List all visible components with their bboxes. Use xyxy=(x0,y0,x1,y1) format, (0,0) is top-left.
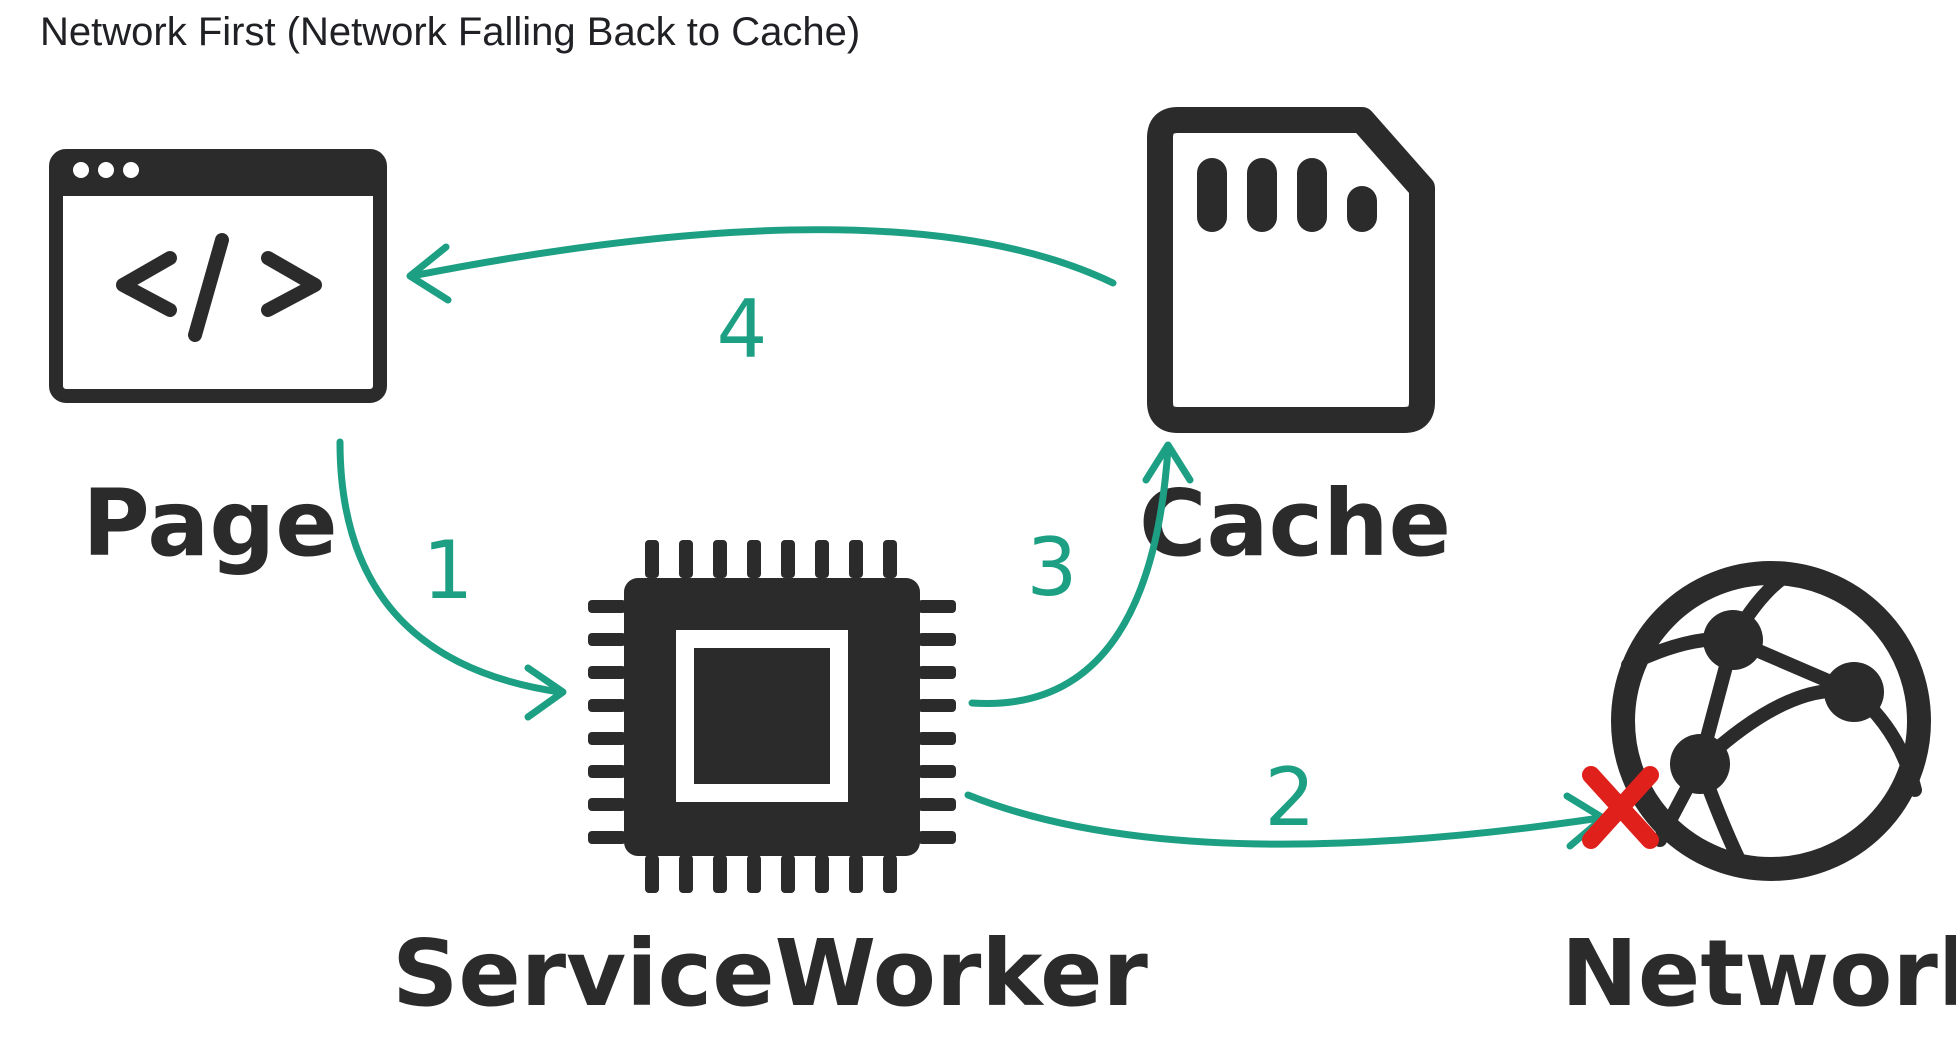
service-worker-label: ServiceWorker xyxy=(392,920,1148,1027)
diagram-title: Network First (Network Falling Back to C… xyxy=(40,10,861,54)
cache-label: Cache xyxy=(1139,470,1451,577)
step-2-label: 2 xyxy=(1265,751,1316,844)
arrow-step-1 xyxy=(336,438,567,721)
chip-icon xyxy=(588,540,956,893)
step-4-label: 4 xyxy=(717,283,768,376)
arrow-step-4 xyxy=(406,226,1117,304)
page-label: Page xyxy=(82,470,337,577)
step-1-label: 1 xyxy=(423,524,474,617)
network-label: Network xyxy=(1561,920,1956,1027)
sd-card-icon xyxy=(1147,107,1435,433)
arrow-step-3 xyxy=(968,441,1194,708)
failure-x-icon xyxy=(1582,766,1659,849)
step-3-label: 3 xyxy=(1027,521,1078,614)
globe-network-icon xyxy=(1611,561,1931,881)
browser-window-code-icon xyxy=(49,149,387,403)
